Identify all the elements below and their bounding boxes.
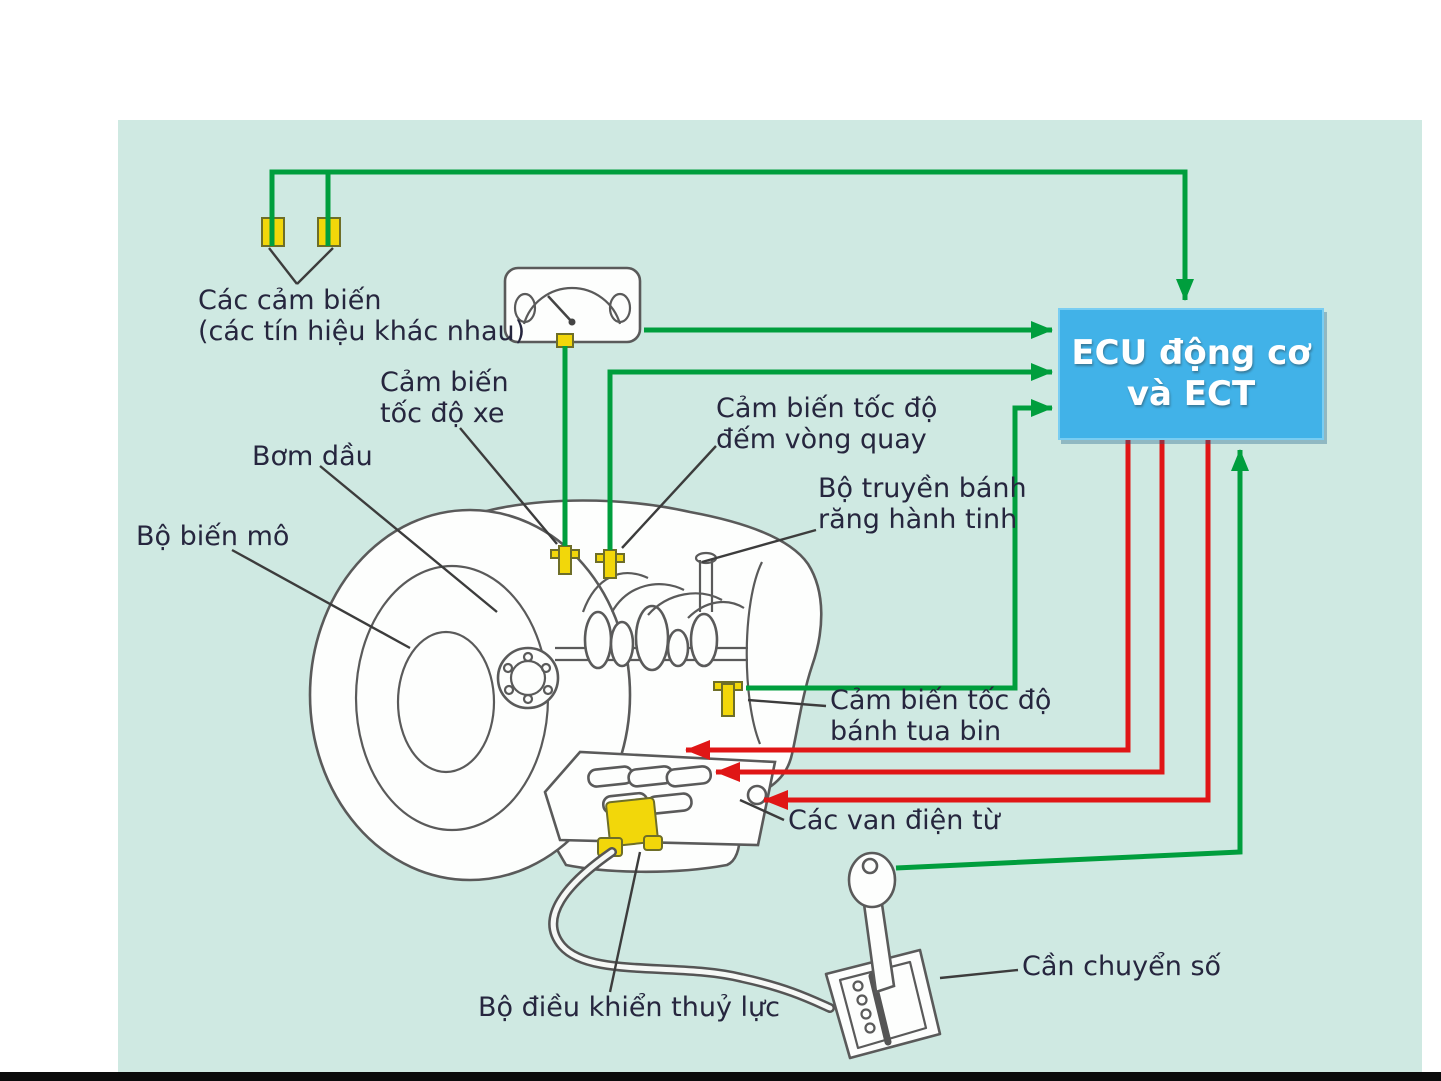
- label-shift-lever: Cần chuyển số: [1022, 951, 1222, 983]
- label-rev-counter-line2: đếm vòng quay: [716, 423, 927, 455]
- label-solenoid-valves-text: Các van điện từ: [788, 805, 1000, 836]
- label-planetary-line2: răng hành tinh: [818, 503, 1018, 535]
- label-vehicle-speed-line2: tốc độ xe: [380, 397, 505, 429]
- label-turbine-speed-sensor: Cảm biến tốc độ bánh tua bin: [830, 685, 1052, 748]
- turbine-speed-sensor-bolt: [713, 681, 743, 717]
- label-turbine-speed-line2: bánh tua bin: [830, 715, 1002, 747]
- ecu-box-line1: ECU động cơ: [1071, 332, 1311, 373]
- rev-counter-sensor-bolt: [595, 549, 625, 579]
- speedometer-icon: [503, 266, 642, 348]
- label-sensors-various-line1: Các cảm biến: [198, 285, 382, 316]
- label-sensors-various-line2: (các tín hiệu khác nhau): [198, 315, 526, 347]
- label-vehicle-speed-sensor: Cảm biến tốc độ xe: [380, 367, 509, 430]
- red-command-lines: [685, 440, 1211, 810]
- callout-lines: [231, 247, 1019, 993]
- label-torque-converter-text: Bộ biến mô: [136, 521, 290, 552]
- label-oil-pump-text: Bơm dầu: [252, 441, 373, 472]
- gear-shift-lever-drawing: [824, 851, 942, 1060]
- bottom-black-bar: [0, 1072, 1441, 1081]
- speedometer-connector: [556, 333, 574, 348]
- label-solenoid-valves: Các van điện từ: [788, 805, 1000, 837]
- green-signal-lines: [269, 169, 1249, 871]
- label-hydraulic-control-text: Bộ điều khiển thuỷ lực: [478, 992, 780, 1023]
- label-turbine-speed-line1: Cảm biến tốc độ: [830, 685, 1052, 716]
- label-planetary-line1: Bộ truyền bánh: [818, 473, 1027, 504]
- label-sensors-various: Các cảm biến (các tín hiệu khác nhau): [198, 285, 526, 348]
- label-shift-lever-text: Cần chuyển số: [1022, 951, 1222, 982]
- label-hydraulic-control-unit: Bộ điều khiển thuỷ lực: [478, 992, 780, 1024]
- ecu-box-line2: và ECT: [1126, 374, 1256, 414]
- label-rev-counter-line1: Cảm biến tốc độ: [716, 393, 938, 424]
- hydraulic-control-unit-shape: [597, 797, 663, 857]
- label-rev-counter-sensor: Cảm biến tốc độ đếm vòng quay: [716, 393, 938, 456]
- label-vehicle-speed-line1: Cảm biến: [380, 367, 509, 398]
- label-oil-pump: Bơm dầu: [252, 441, 373, 473]
- label-torque-converter: Bộ biến mô: [136, 521, 290, 553]
- label-planetary-gear-unit: Bộ truyền bánh răng hành tinh: [818, 473, 1027, 536]
- ecu-box: ECU động cơ và ECT: [1058, 308, 1324, 440]
